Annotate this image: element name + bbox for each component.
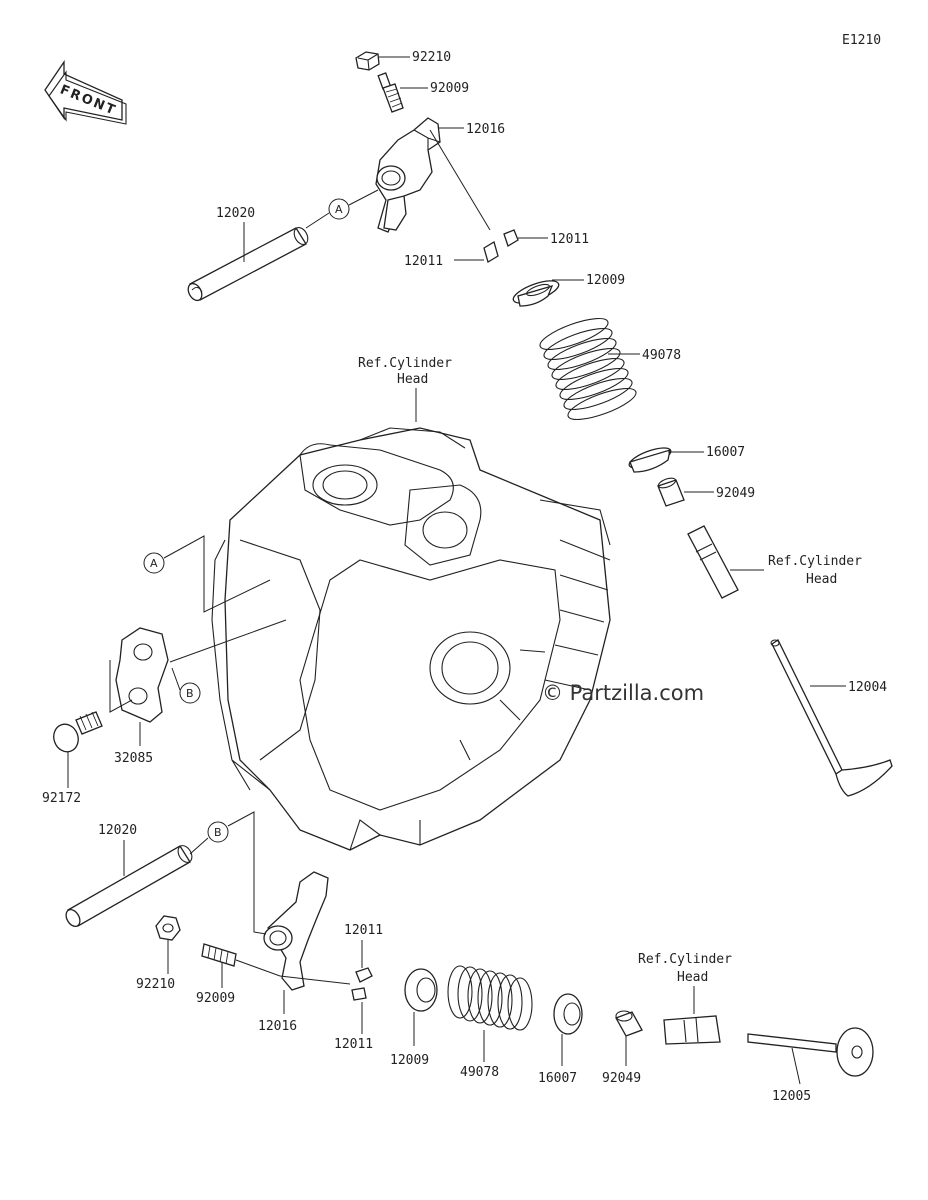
stem-seal-92049-bottom	[615, 1010, 643, 1037]
callout-a-top: A	[328, 198, 350, 220]
part-label: 32085	[114, 751, 153, 766]
ref-cylinder-head-label-1-line2: Head	[397, 372, 428, 387]
rocker-shaft-12020-bottom	[65, 845, 193, 928]
part-label: 92049	[716, 486, 755, 501]
part-labels: 92210 92009 12016 12020 12011 12011 1200…	[42, 50, 887, 1104]
part-label: 92210	[136, 977, 175, 992]
valve-12004	[770, 639, 893, 797]
part-label: 12020	[216, 206, 255, 221]
callout-b-bottom: B	[207, 821, 229, 843]
part-label: 12009	[390, 1053, 429, 1068]
valve-12005	[747, 1027, 874, 1077]
ref-cylinder-head-label-1-line1: Ref.Cylinder	[358, 356, 452, 371]
ref-cylinder-head-label-3-line1: Ref.Cylinder	[638, 952, 732, 967]
part-label: 12016	[258, 1019, 297, 1034]
valve-collet-12011-a	[483, 241, 499, 263]
valve-guide-top	[687, 525, 739, 599]
part-label: 12020	[98, 823, 137, 838]
plate-32085	[115, 627, 169, 723]
part-label: 12011	[344, 923, 383, 938]
adjusting-screw-92009-top	[377, 72, 404, 113]
callout-a-left: A	[143, 552, 165, 574]
nut-92210-bottom	[155, 915, 181, 941]
rocker-shaft-12020-top	[187, 227, 309, 302]
part-label: 49078	[642, 348, 681, 363]
part-label: 12011	[550, 232, 589, 247]
part-label: 12005	[772, 1089, 811, 1104]
adjusting-screw-92009-bottom	[201, 943, 237, 967]
part-label: 16007	[538, 1071, 577, 1086]
spring-seat-16007-top	[628, 447, 672, 473]
bolt-92172	[53, 711, 103, 753]
rocker-arm-12016-bottom	[263, 871, 329, 991]
callout-a-left-label: A	[150, 557, 158, 570]
rocker-arm-12016-top	[375, 117, 441, 233]
part-label: 16007	[706, 445, 745, 460]
part-label: 12011	[334, 1037, 373, 1052]
callout-b-left: B	[179, 682, 201, 704]
part-label: 92009	[196, 991, 235, 1006]
ref-cylinder-head-label-3-line2: Head	[677, 970, 708, 985]
ref-cylinder-head-label-2-line2: Head	[806, 572, 837, 587]
valve-guide-bottom	[663, 1015, 721, 1045]
ref-cylinder-head-label-2-line1: Ref.Cylinder	[768, 554, 862, 569]
callout-a-top-label: A	[335, 203, 343, 216]
spring-seat-16007-bottom	[553, 993, 583, 1035]
watermark-text: © Partzilla.com	[542, 681, 704, 705]
cylinder-head-reference	[211, 427, 611, 851]
valve-collet-12011-d	[351, 987, 367, 1001]
part-label: 12011	[404, 254, 443, 269]
spring-retainer-12009-bottom	[404, 968, 438, 1012]
diagram-code: E1210	[842, 33, 881, 48]
valve-collet-12011-b	[503, 229, 519, 247]
spring-retainer-12009-top	[512, 280, 560, 307]
valve-spring-49078-top	[539, 317, 637, 421]
part-label: 49078	[460, 1065, 499, 1080]
front-direction-arrow-icon: FRONT	[44, 59, 127, 125]
valve-collet-12011-c	[355, 967, 373, 983]
nut-92210-top	[355, 51, 380, 71]
part-label: 12016	[466, 122, 505, 137]
leader-lines	[67, 56, 846, 1085]
part-label: 92009	[430, 81, 469, 96]
part-label: 92172	[42, 791, 81, 806]
part-label: 12009	[586, 273, 625, 288]
stem-seal-92049-top	[657, 477, 685, 507]
callout-b-left-label: B	[186, 687, 194, 700]
callout-b-bottom-label: B	[214, 826, 222, 839]
part-label: 12004	[848, 680, 887, 695]
valve-spring-49078-bottom	[447, 965, 533, 1031]
part-label: 92049	[602, 1071, 641, 1086]
part-label: 92210	[412, 50, 451, 65]
